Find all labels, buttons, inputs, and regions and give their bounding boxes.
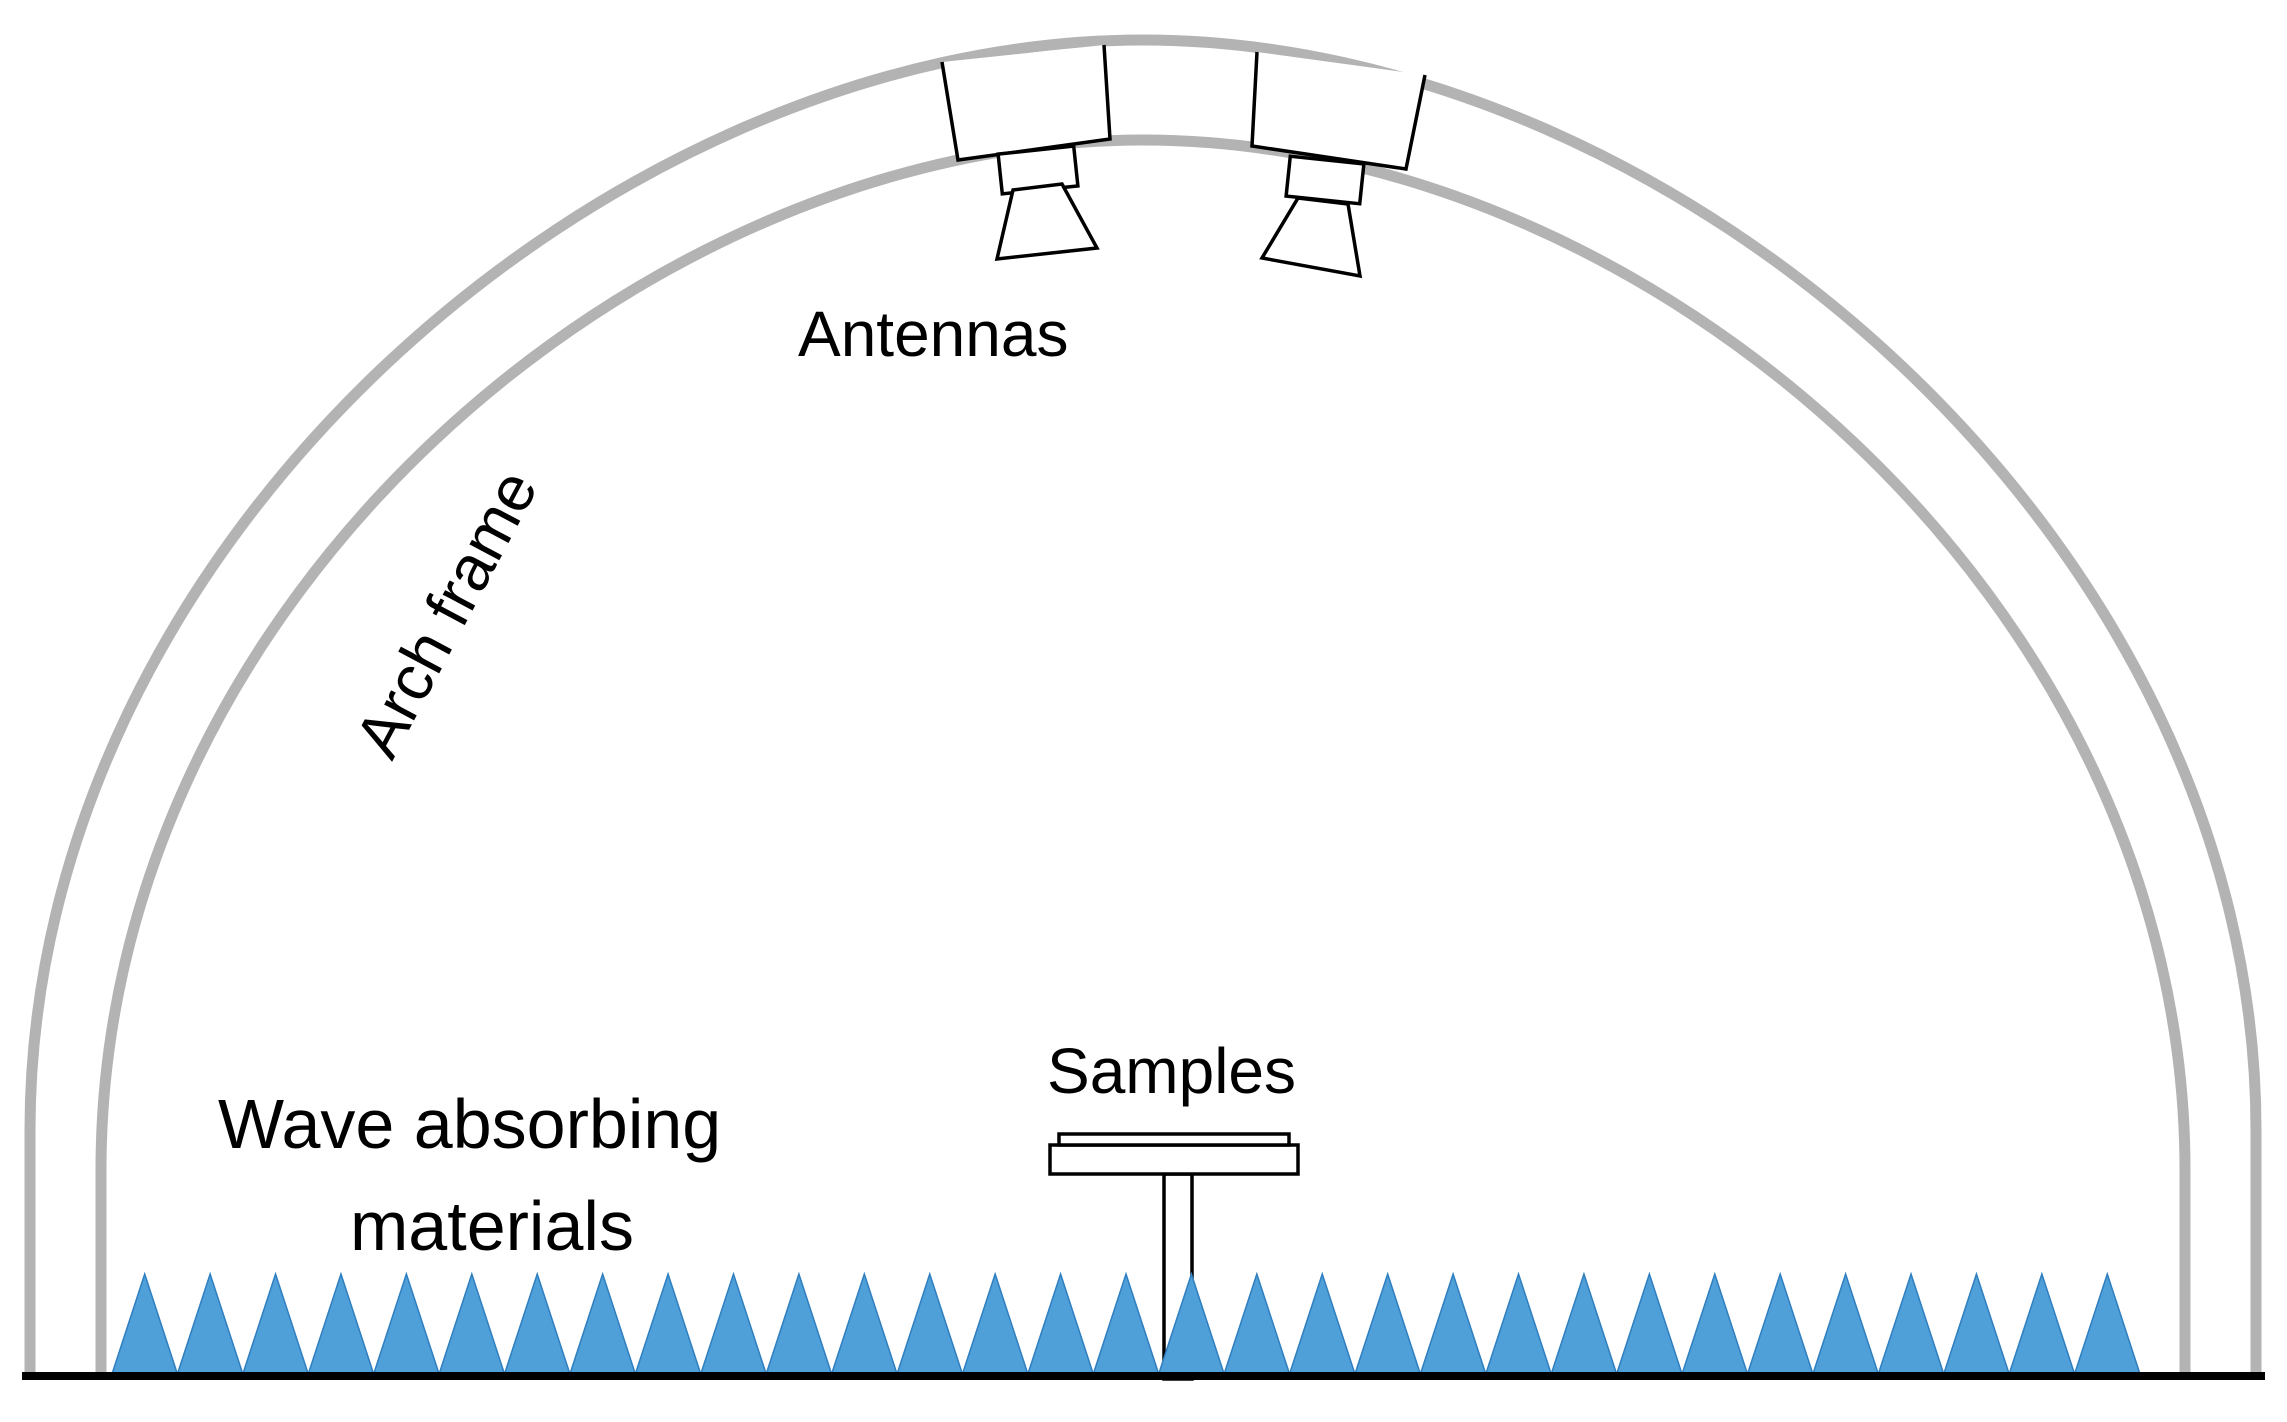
absorber-pyramid xyxy=(765,1271,833,1375)
label-antennas: Antennas xyxy=(798,298,1068,370)
absorber-pyramid xyxy=(1550,1271,1618,1375)
sample-plate xyxy=(1057,1132,1291,1147)
absorber-pyramid xyxy=(830,1271,899,1375)
antenna-right-mount xyxy=(1250,51,1427,171)
arch-frame-inner xyxy=(95,134,2191,1375)
absorber-pyramid xyxy=(307,1271,375,1375)
absorber-pyramid xyxy=(895,1271,964,1375)
absorber-pyramid xyxy=(503,1271,571,1375)
absorber-pyramid xyxy=(1746,1271,1814,1375)
absorber-pyramid xyxy=(176,1271,244,1375)
absorber-pyramid xyxy=(1419,1271,1487,1375)
wave-absorber-row xyxy=(110,1271,2142,1375)
label-samples: Samples xyxy=(1047,1035,1296,1107)
absorber-pyramid xyxy=(1484,1271,1553,1375)
arch-frame xyxy=(24,34,2262,1375)
absorber-pyramid xyxy=(1026,1271,1095,1375)
absorber-pyramid xyxy=(1223,1271,1291,1375)
absorber-pyramid xyxy=(1288,1271,1357,1375)
absorber-pyramid xyxy=(634,1271,702,1375)
absorber-pyramid xyxy=(1942,1271,2011,1375)
absorber-pyramid xyxy=(1877,1271,1945,1375)
antenna-right xyxy=(1250,51,1427,279)
arch-frame-outer xyxy=(24,34,2262,1375)
absorber-pyramid xyxy=(241,1271,310,1375)
antenna-left-mount xyxy=(940,44,1112,162)
antenna-left xyxy=(940,44,1112,262)
absorber-pyramid xyxy=(1681,1271,1749,1375)
absorber-pyramid xyxy=(110,1271,179,1375)
absorber-pyramid xyxy=(1092,1271,1160,1375)
absorber-pyramid xyxy=(1353,1271,1422,1375)
label-absorber-line1: Wave absorbing xyxy=(218,1085,721,1163)
absorber-pyramid xyxy=(1811,1271,1880,1375)
label-absorber-line2: materials xyxy=(350,1187,634,1265)
sample-platform xyxy=(1048,1143,1300,1176)
absorber-pyramid xyxy=(372,1271,441,1375)
antenna-left-horn xyxy=(994,182,1100,262)
absorber-pyramid xyxy=(1615,1271,1684,1375)
absorber-pyramid xyxy=(699,1271,768,1375)
absorber-pyramid xyxy=(2008,1271,2076,1375)
absorber-pyramid xyxy=(961,1271,1029,1375)
absorber-pyramid xyxy=(2073,1271,2142,1375)
absorber-pyramid xyxy=(568,1271,637,1375)
antenna-right-horn xyxy=(1259,196,1363,279)
sample-stand xyxy=(1048,1132,1300,1381)
absorber-pyramid xyxy=(438,1271,506,1375)
